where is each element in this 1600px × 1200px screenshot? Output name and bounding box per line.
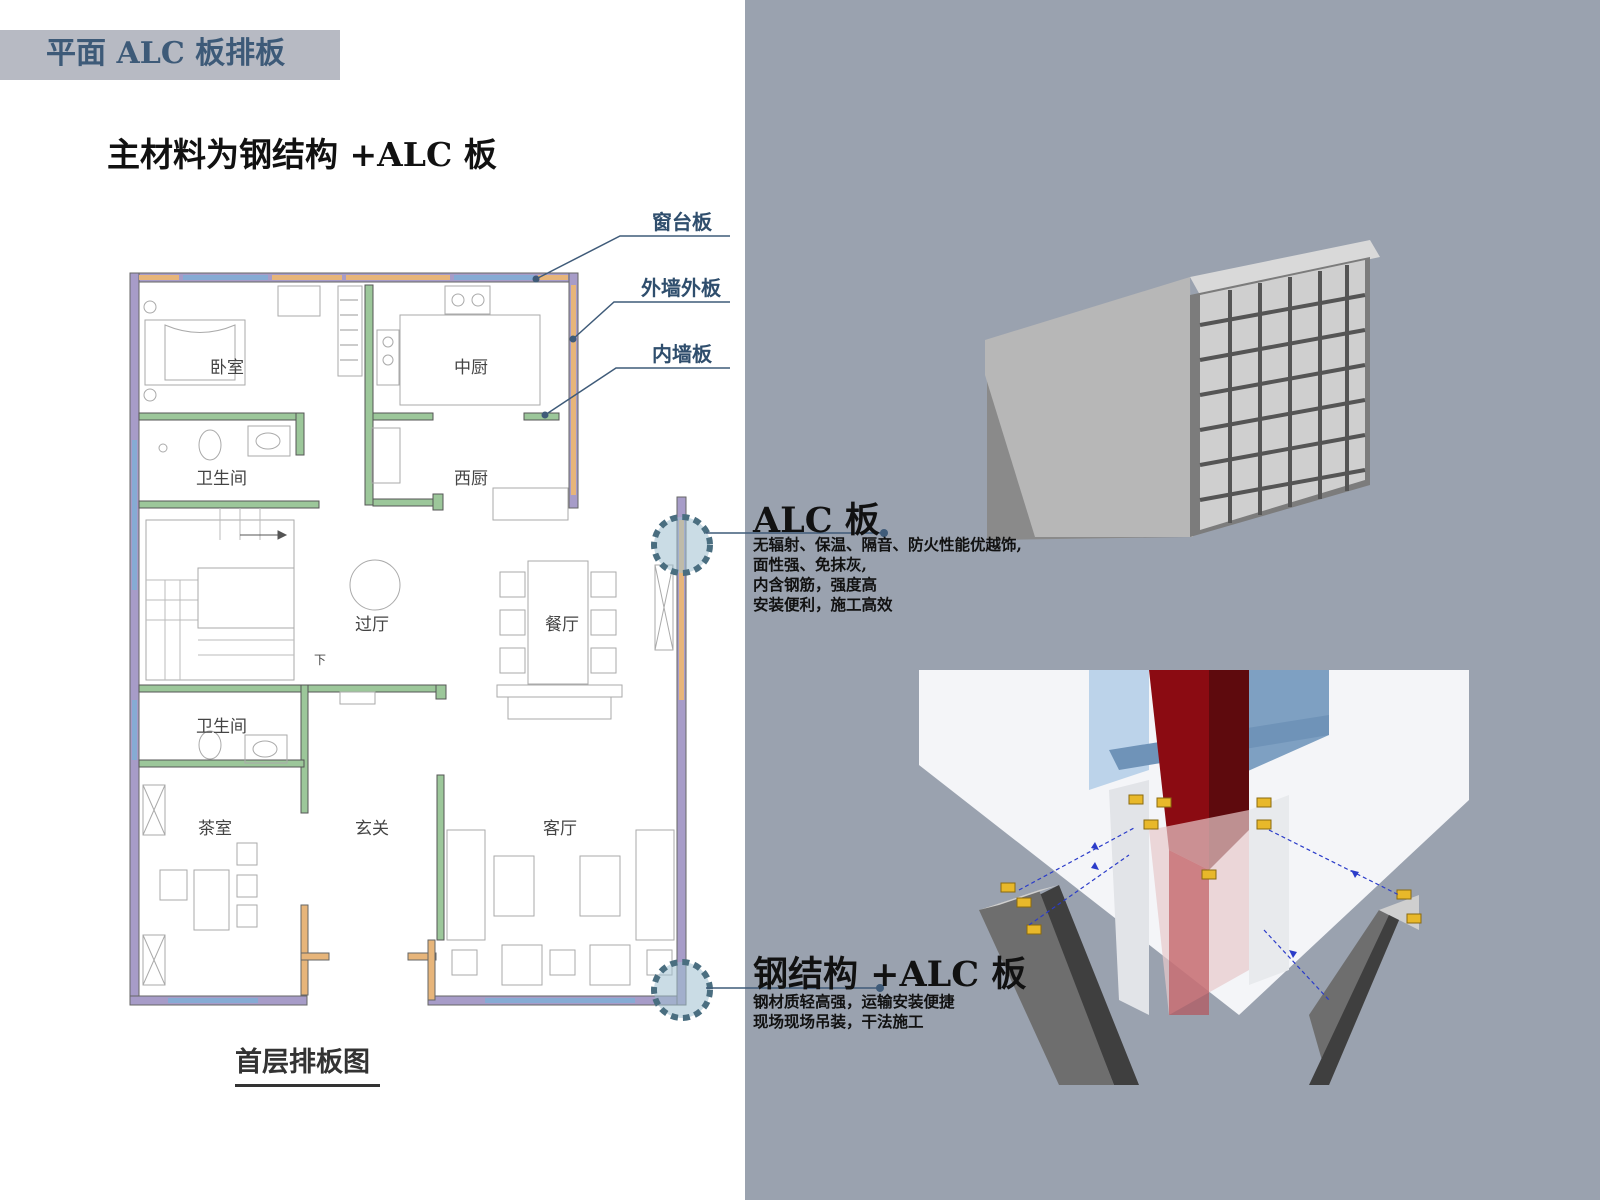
- alc-panel-render: [985, 240, 1380, 540]
- alc-desc-line-2: 面性强、免抹灰,: [753, 555, 867, 574]
- room-bathroom-1: 卫生间: [196, 469, 247, 489]
- label-interior-wall: 内墙板: [652, 342, 712, 366]
- room-chinese-kitchen: 中厨: [454, 358, 488, 378]
- room-dining: 餐厅: [545, 615, 579, 635]
- connector-clip-icons: [1000, 794, 1422, 935]
- install-arrow-icons: [1091, 842, 1359, 958]
- label-window-sill: 窗台板: [652, 210, 712, 234]
- steel-alc-heading: 钢结构 +ALC 板: [753, 954, 1027, 995]
- stair-arrow-icon: [240, 530, 288, 540]
- room-foyer: 玄关: [355, 819, 389, 839]
- header-tab: [0, 30, 340, 80]
- room-living: 客厅: [543, 819, 577, 839]
- room-hall: 过厅: [355, 615, 389, 635]
- page-title: 平面 ALC 板排板: [46, 36, 286, 71]
- alc-heading: ALC 板: [753, 500, 880, 541]
- annotation-dots: [532, 275, 577, 419]
- room-western-kitchen: 西厨: [454, 469, 488, 489]
- steel-alc-render: [919, 670, 1469, 1085]
- steel-desc-line-1: 钢材质轻高强，运输安装便捷: [753, 992, 955, 1011]
- floor-plan: [129, 235, 730, 1021]
- room-bedroom: 卧室: [210, 358, 244, 378]
- annotation-leaders: [535, 235, 730, 416]
- room-bathroom-2: 卫生间: [196, 717, 247, 737]
- plan-caption: 首层排板图: [235, 1047, 370, 1078]
- detail-circles: [651, 514, 713, 1021]
- wall-panel-segments: [132, 275, 684, 1003]
- alc-desc-line-3: 内含钢筋，强度高: [753, 575, 878, 594]
- alc-desc-line-4: 安装便利，施工高效: [753, 595, 893, 614]
- steel-desc-line-2: 现场现场吊装，干法施工: [753, 1012, 924, 1031]
- furniture: [142, 285, 675, 986]
- room-tea: 茶室: [198, 819, 232, 839]
- wall-stubs: [300, 904, 437, 1001]
- plan-caption-underline: [235, 1084, 380, 1087]
- alc-desc-line-1: 无辐射、保温、隔音、防火性能优越饰,: [753, 535, 1022, 554]
- outer-walls: [129, 272, 687, 1006]
- stair-down-label: 下: [314, 653, 327, 667]
- label-exterior-outer: 外墙外板: [641, 276, 721, 300]
- subtitle: 主材料为钢结构 +ALC 板: [107, 135, 497, 174]
- inner-walls: [138, 284, 560, 941]
